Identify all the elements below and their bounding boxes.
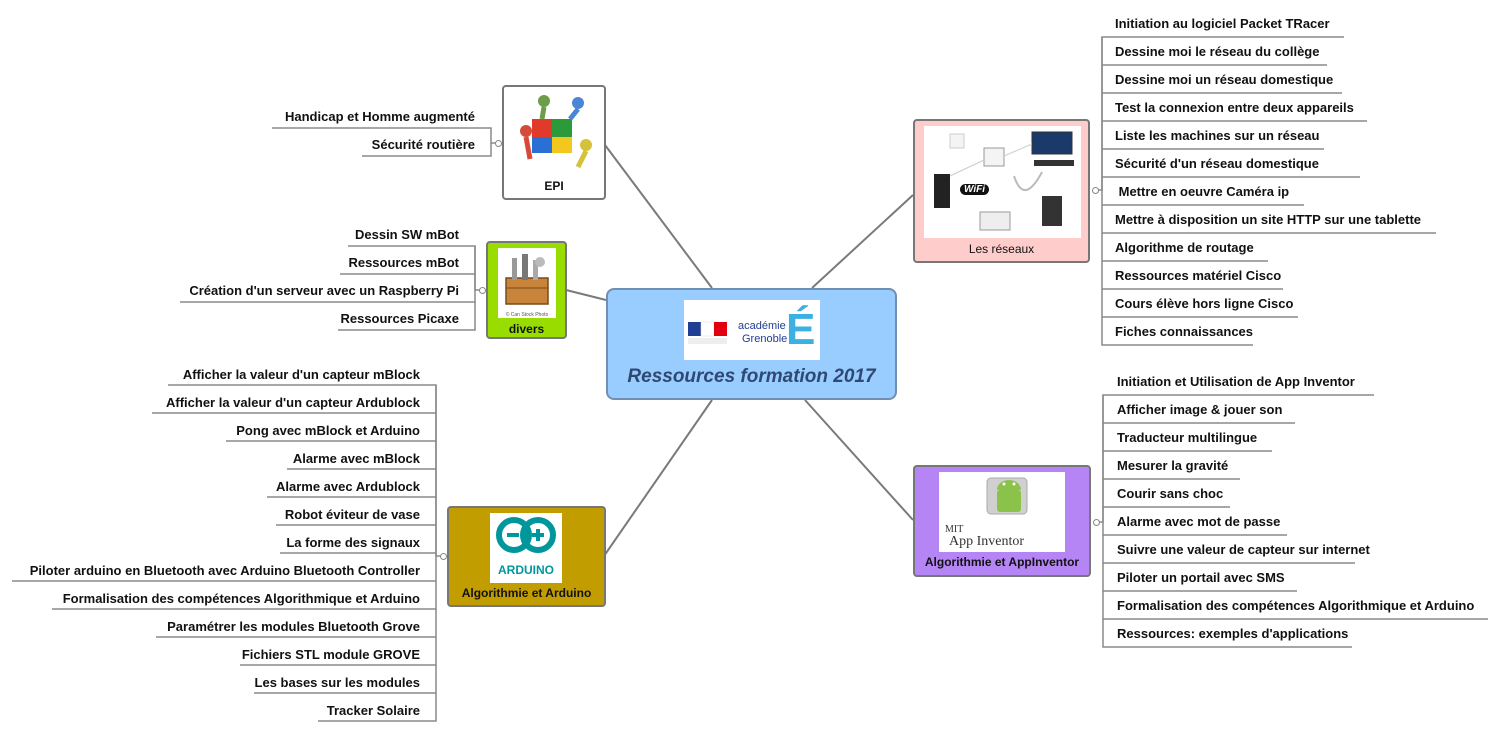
reseaux-item-4[interactable]: Liste les machines sur un réseau bbox=[1115, 128, 1320, 143]
reseaux-item-0[interactable]: Initiation au logiciel Packet TRacer bbox=[1115, 16, 1330, 31]
branch-reseaux-collapse-handle[interactable] bbox=[1092, 187, 1099, 194]
branch-divers-label: divers bbox=[508, 322, 545, 336]
appinventor-item-0[interactable]: Initiation et Utilisation de App Invento… bbox=[1117, 374, 1355, 389]
toolbox-image-caption: © Can Stock Photo bbox=[505, 312, 549, 318]
arduino-item-10[interactable]: Fichiers STL module GROVE bbox=[241, 647, 420, 662]
branch-reseaux[interactable]: WiFi Les réseaux bbox=[913, 119, 1090, 263]
arduino-logo-text: ARDUINO bbox=[498, 563, 554, 577]
arduino-logo: ARDUINO bbox=[490, 513, 562, 583]
reseaux-item-6[interactable]: Mettre en oeuvre Caméra ip bbox=[1115, 184, 1290, 199]
arduino-item-12[interactable]: Tracker Solaire bbox=[326, 703, 420, 718]
reseaux-item-2[interactable]: Dessine moi un réseau domestique bbox=[1115, 72, 1334, 87]
appinventor-item-5[interactable]: Alarme avec mot de passe bbox=[1117, 514, 1281, 529]
appinventor-item-4[interactable]: Courir sans choc bbox=[1117, 486, 1224, 501]
appinventor-item-2[interactable]: Traducteur multilingue bbox=[1117, 430, 1258, 445]
reseaux-item-11[interactable]: Fiches connaissances bbox=[1115, 324, 1254, 339]
puzzle-people-icon bbox=[520, 95, 592, 169]
branch-arduino-label: Algorithmie et Arduino bbox=[461, 586, 592, 600]
app-inventor-logo-line2: App Inventor bbox=[949, 534, 1025, 549]
branch-epi-label: EPI bbox=[544, 179, 564, 193]
branch-appinventor-label: Algorithmie et AppInventor bbox=[924, 555, 1080, 569]
academie-logo-text-line1: académie bbox=[738, 320, 786, 332]
branch-arduino[interactable]: ARDUINO Algorithmie et Arduino bbox=[447, 506, 606, 607]
divers-item-3[interactable]: Ressources Picaxe bbox=[340, 311, 459, 326]
arduino-item-6[interactable]: La forme des signaux bbox=[286, 535, 420, 550]
arduino-item-11[interactable]: Les bases sur les modules bbox=[254, 675, 420, 690]
appinventor-item-3[interactable]: Mesurer la gravité bbox=[1117, 458, 1229, 473]
appinventor-item-8[interactable]: Formalisation des compétences Algorithmi… bbox=[1117, 598, 1475, 613]
appinventor-item-1[interactable]: Afficher image & jouer son bbox=[1117, 402, 1283, 417]
branch-divers-collapse-handle[interactable] bbox=[479, 287, 486, 294]
arduino-item-4[interactable]: Alarme avec Ardublock bbox=[275, 479, 420, 494]
central-topic[interactable]: académie Grenoble É Ressources formation… bbox=[606, 288, 897, 400]
central-title: Ressources formation 2017 bbox=[627, 366, 876, 387]
branch-appinventor-collapse-handle[interactable] bbox=[1093, 519, 1100, 526]
academie-logo-letter: É bbox=[786, 305, 816, 354]
divers-item-1[interactable]: Ressources mBot bbox=[348, 255, 459, 270]
arduino-item-5[interactable]: Robot éviteur de vase bbox=[284, 507, 420, 522]
toolbox-image: © Can Stock Photo bbox=[498, 248, 556, 318]
epi-item-1[interactable]: Sécurité routière bbox=[371, 137, 475, 152]
reseaux-item-10[interactable]: Cours élève hors ligne Cisco bbox=[1115, 296, 1294, 311]
academie-logo: académie Grenoble É bbox=[684, 300, 820, 360]
branch-appinventor[interactable]: MIT App Inventor Algorithmie et AppInven… bbox=[913, 465, 1091, 577]
reseaux-item-1[interactable]: Dessine moi le réseau du collège bbox=[1115, 44, 1320, 59]
branch-epi[interactable]: EPI bbox=[502, 85, 606, 200]
reseaux-item-7[interactable]: Mettre à disposition un site HTTP sur un… bbox=[1115, 212, 1422, 227]
reseaux-item-8[interactable]: Algorithme de routage bbox=[1115, 240, 1254, 255]
branch-arduino-collapse-handle[interactable] bbox=[440, 553, 447, 560]
arduino-item-3[interactable]: Alarme avec mBlock bbox=[292, 451, 420, 466]
arduino-item-2[interactable]: Pong avec mBlock et Arduino bbox=[236, 423, 420, 438]
branch-reseaux-label: Les réseaux bbox=[968, 242, 1035, 256]
epi-item-0[interactable]: Handicap et Homme augmenté bbox=[285, 109, 475, 124]
arduino-item-8[interactable]: Formalisation des compétences Algorithmi… bbox=[62, 591, 420, 606]
arduino-item-0[interactable]: Afficher la valeur d'un capteur mBlock bbox=[182, 367, 420, 382]
academie-logo-text-line2: Grenoble bbox=[742, 333, 788, 345]
arduino-item-1[interactable]: Afficher la valeur d'un capteur Ardubloc… bbox=[166, 395, 420, 410]
reseaux-item-9[interactable]: Ressources matériel Cisco bbox=[1115, 268, 1282, 283]
divers-item-0[interactable]: Dessin SW mBot bbox=[354, 227, 459, 242]
divers-item-2[interactable]: Création d'un serveur avec un Raspberry … bbox=[189, 283, 459, 298]
arduino-item-7[interactable]: Piloter arduino en Bluetooth avec Arduin… bbox=[29, 563, 420, 578]
reseaux-item-3[interactable]: Test la connexion entre deux appareils bbox=[1115, 100, 1354, 115]
appinventor-item-6[interactable]: Suivre une valeur de capteur sur interne… bbox=[1117, 542, 1370, 557]
appinventor-item-7[interactable]: Piloter un portail avec SMS bbox=[1117, 570, 1285, 585]
network-devices-image: WiFi bbox=[924, 126, 1081, 238]
branch-divers[interactable]: © Can Stock Photo divers bbox=[486, 241, 567, 339]
app-inventor-logo: MIT App Inventor bbox=[939, 472, 1065, 552]
wifi-badge: WiFi bbox=[960, 184, 990, 195]
reseaux-item-5[interactable]: Sécurité d'un réseau domestique bbox=[1115, 156, 1319, 171]
app-inventor-logo-line1: MIT bbox=[945, 524, 964, 535]
branch-epi-collapse-handle[interactable] bbox=[495, 140, 502, 147]
appinventor-item-9[interactable]: Ressources: exemples d'applications bbox=[1117, 626, 1349, 641]
arduino-item-9[interactable]: Paramétrer les modules Bluetooth Grove bbox=[167, 619, 420, 634]
